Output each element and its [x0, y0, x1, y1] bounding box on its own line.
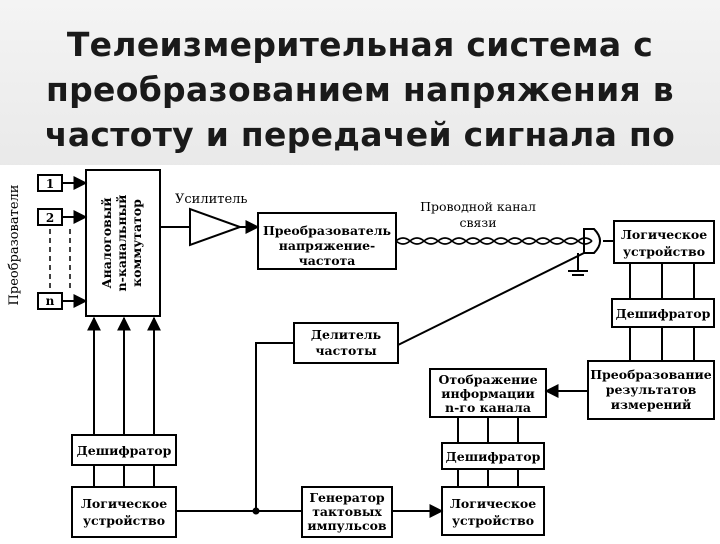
sensor-label-n: n [46, 294, 55, 308]
display-line-2: информации [441, 386, 535, 401]
decoder-mid-label: Дешифратор [446, 449, 541, 464]
results-converter-line-3: измерений [611, 397, 691, 412]
decoder-mid-box [441, 442, 545, 470]
title-band: Телеизмерительная система с преобразован… [0, 0, 720, 170]
sensor-label-2: 2 [46, 211, 54, 225]
clock-generator-line-1: Генератор [309, 490, 385, 505]
slide-title: Телеизмерительная система с преобразован… [44, 25, 676, 170]
amplifier-label: Усилитель [175, 192, 247, 207]
logic-bottom-line-2: устройство [452, 513, 534, 528]
clock-generator-line-3: импульсов [307, 518, 387, 533]
commutator-line-1: Аналоговый [99, 197, 114, 288]
wire-channel-line-1: Проводной канал [420, 199, 536, 214]
block-diagram: Преобразователи 1 2 n Аналоговый n-канал… [0, 165, 720, 540]
sensors-label: Преобразователи [7, 185, 22, 306]
commutator-line-2: n-канальный [114, 195, 129, 292]
vf-converter-line-2: напряжение- [279, 238, 376, 253]
sensor-label-1: 1 [46, 177, 54, 191]
commutator-box [85, 169, 161, 317]
freq-divider-line-1: Делитель [311, 327, 381, 342]
wire-channel-line-2: связи [459, 215, 496, 230]
logic-right-line-1: Логическое [621, 227, 707, 242]
results-converter-line-2: результатов [606, 382, 697, 397]
logic-left-box [71, 486, 177, 538]
diagram-svg: Преобразователи 1 2 n Аналоговый n-канал… [7, 169, 715, 538]
decoder-left-label: Дешифратор [77, 443, 172, 458]
receiver-gate [583, 228, 601, 254]
display-line-3: n-го канала [445, 400, 531, 415]
logic-left-line-2: устройство [83, 513, 165, 528]
results-converter-line-1: Преобразование [590, 367, 712, 382]
freq-divider-line-2: частоты [315, 343, 377, 358]
logic-bottom-line-1: Логическое [450, 496, 536, 511]
logic-right-box [613, 220, 715, 264]
amplifier-triangle [189, 207, 243, 247]
vf-converter-line-1: Преобразователь [263, 223, 391, 238]
vf-converter-line-3: частота [299, 253, 356, 268]
logic-right-line-2: устройство [623, 244, 705, 259]
display-line-1: Отображение [438, 372, 537, 387]
clock-generator-line-2: тактовых [312, 504, 382, 519]
decoder-right-label: Дешифратор [616, 306, 711, 321]
commutator-line-3: коммутатор [129, 199, 144, 287]
logic-left-line-1: Логическое [81, 496, 167, 511]
